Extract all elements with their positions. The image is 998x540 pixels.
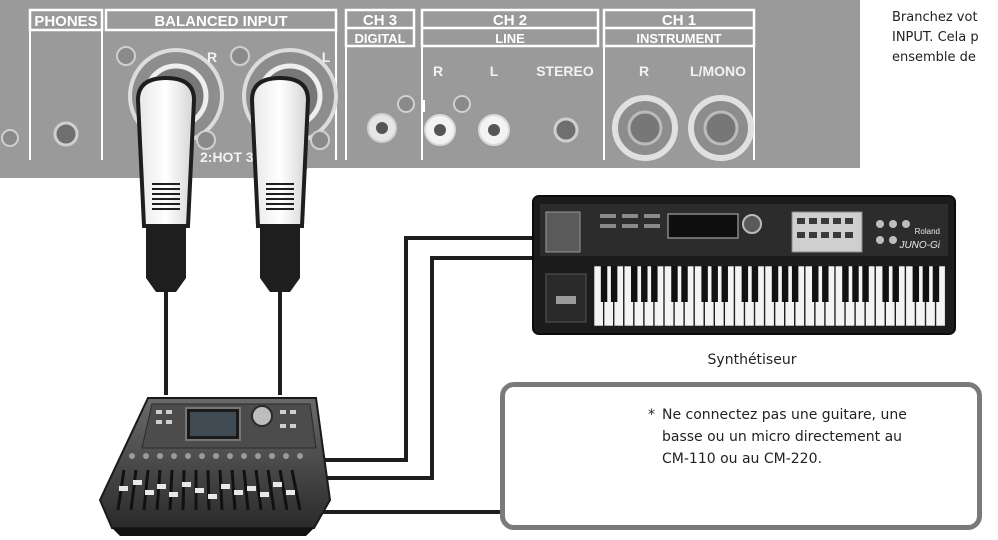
synth-brand: Roland [915, 227, 940, 236]
black-key [771, 266, 779, 302]
synth-vscale [545, 211, 581, 253]
ch2-r-label: R [433, 63, 443, 79]
synth-cable-2 [300, 256, 540, 480]
black-key [751, 266, 759, 302]
black-key [631, 266, 638, 302]
synth-keyboard [593, 265, 946, 327]
black-key [892, 266, 899, 302]
black-key [741, 266, 749, 302]
synth-display [667, 213, 739, 239]
synthesizer: Roland JUNO-Gi [532, 195, 956, 335]
black-key [600, 266, 608, 302]
phones-jack [53, 121, 79, 147]
black-key [932, 266, 940, 302]
ch1-lmono-label: L/MONO [690, 63, 746, 79]
ch3-label: CH 3 [363, 12, 397, 29]
pin-label: 2:HOT 3 [200, 149, 254, 165]
intro-line-2: INPUT. Cela p [892, 30, 979, 45]
note-line-2: basse ou un micro directement au [662, 429, 903, 445]
black-key [852, 266, 859, 302]
black-key [882, 266, 889, 302]
screw-icon [230, 46, 250, 66]
balanced-input-header-box [104, 8, 338, 32]
phones-header-box [28, 8, 104, 32]
rear-panel: PHONES BALANCED INPUT CH 3 DIGITAL CH 2 … [0, 0, 860, 178]
black-key [812, 266, 819, 302]
black-key [912, 266, 920, 302]
screw-icon [1, 129, 19, 147]
note-box [500, 382, 982, 530]
screw-icon [453, 95, 471, 113]
stereo-mini-jack [553, 117, 579, 143]
ch1-sub-label: INSTRUMENT [636, 31, 721, 46]
synth-caption: Synthétiseur [707, 352, 797, 368]
mixer-faders [116, 469, 302, 511]
ch2-l-label: L [490, 63, 499, 79]
synth-cable-1 [300, 236, 540, 462]
ch2-sub-label: LINE [495, 31, 525, 46]
note-line-1: Ne connectez pas une guitare, une [662, 407, 907, 423]
screw-icon [397, 95, 415, 113]
black-key [610, 266, 618, 302]
synth-dial [742, 214, 762, 234]
intro-line-1: Branchez vot [892, 10, 978, 25]
mixer-jog-wheel [251, 405, 273, 427]
ch2-stereo-label: STEREO [536, 63, 594, 79]
black-key [711, 266, 718, 302]
xlr-plug-r [135, 75, 197, 292]
intro-line-3: ensemble de [892, 50, 976, 65]
black-key [701, 266, 708, 302]
xlr-plug-l [249, 75, 311, 292]
balanced-input-label: BALANCED INPUT [154, 13, 287, 30]
note-asterisk: * [648, 407, 655, 423]
screw-icon [116, 46, 136, 66]
black-key [721, 266, 728, 302]
black-key [842, 266, 849, 302]
black-key [681, 266, 688, 302]
synth-model: JUNO-Gi [898, 240, 940, 251]
balanced-r-label: R [207, 49, 217, 65]
balanced-l-label: L [322, 49, 331, 65]
black-key [862, 266, 869, 302]
black-key [781, 266, 789, 302]
black-key [922, 266, 930, 302]
ch1-label: CH 1 [662, 12, 696, 29]
ch1-r-label: R [639, 63, 649, 79]
note-text: * Ne connectez pas une guitare, une bass… [648, 404, 972, 470]
note-line-3: CM-110 ou au CM-220. [662, 451, 822, 467]
ch2-label: CH 2 [493, 12, 527, 29]
phones-label: PHONES [34, 13, 97, 30]
screw-icon [196, 130, 216, 150]
black-key [671, 266, 678, 302]
black-key [822, 266, 829, 302]
screw-icon [310, 130, 330, 150]
ch3-sub-label: DIGITAL [354, 31, 405, 46]
black-key [651, 266, 658, 302]
mixer-console [98, 397, 332, 536]
black-key [641, 266, 648, 302]
intro-text: Branchez vot INPUT. Cela p ensemble de [892, 8, 998, 68]
black-key [791, 266, 799, 302]
